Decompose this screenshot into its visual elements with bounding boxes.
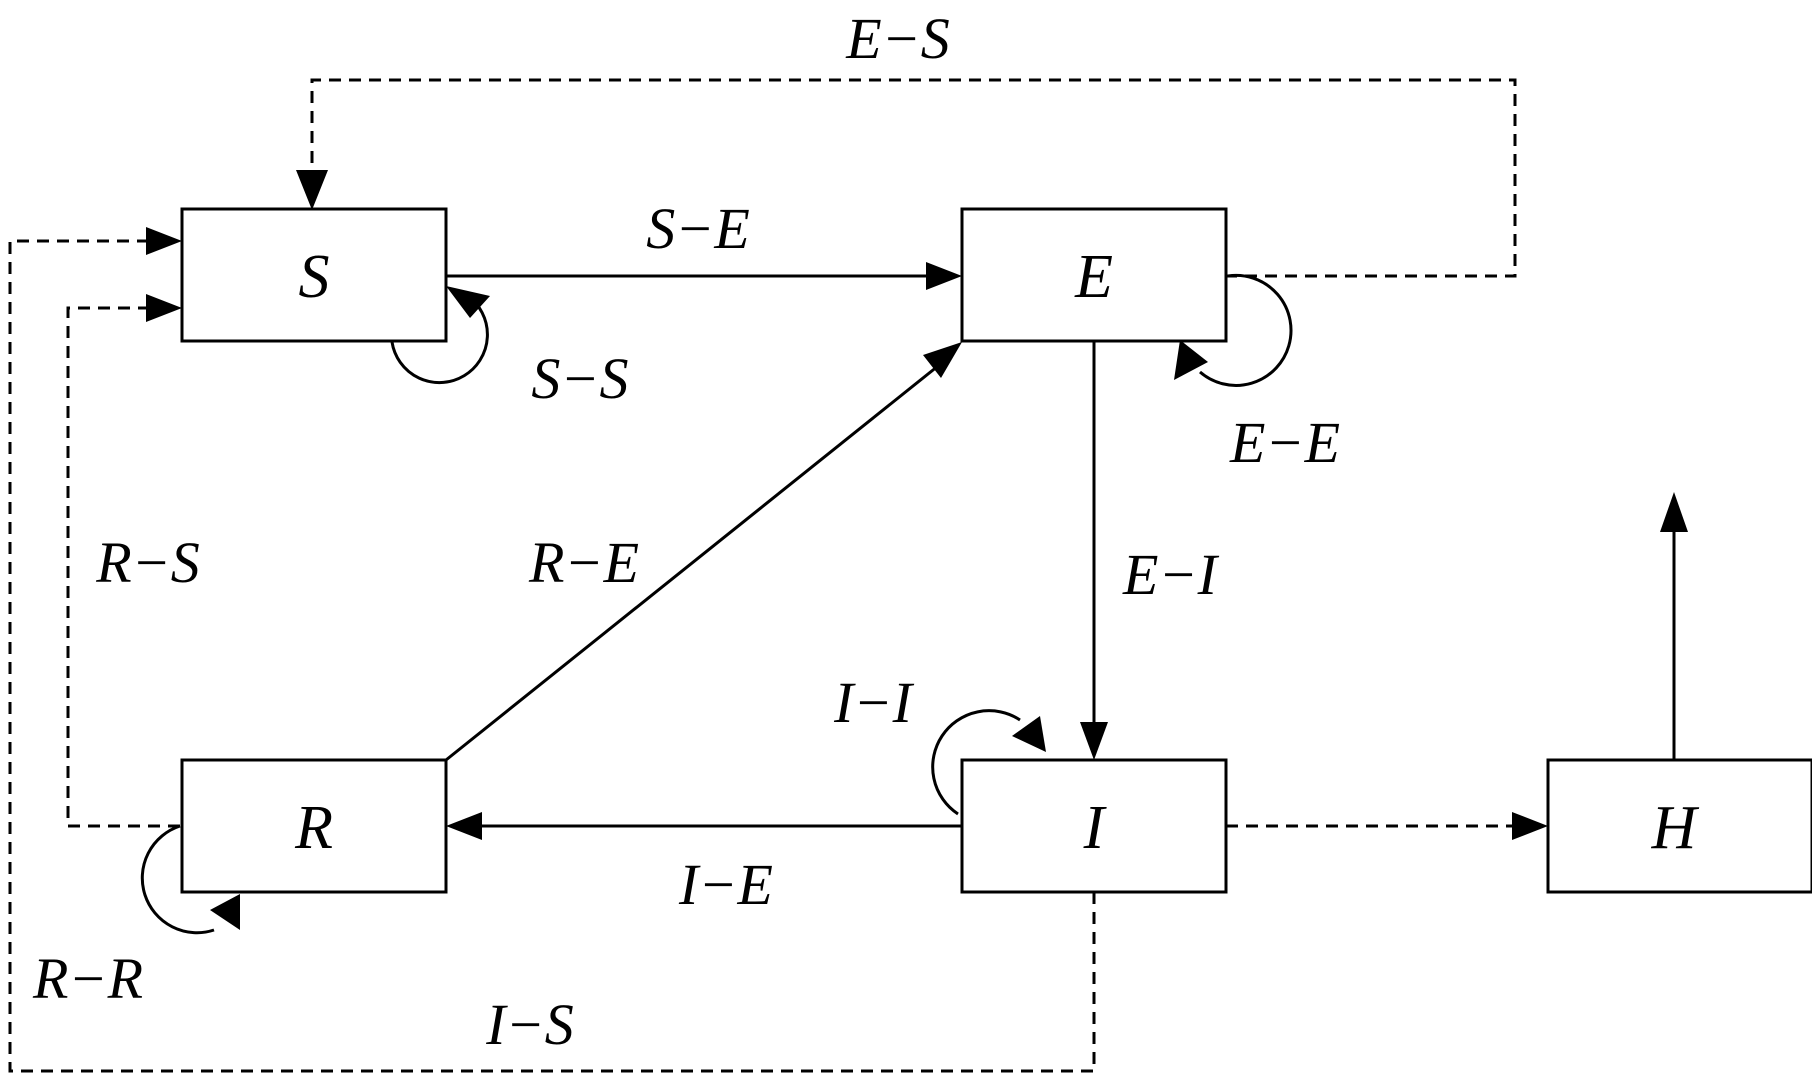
node-i-label: I	[1083, 794, 1108, 862]
self-loop-i-i-arrowhead	[1012, 716, 1046, 752]
node-h-label: H	[1651, 794, 1700, 862]
node-i: I	[960, 758, 1228, 894]
node-s: S	[180, 207, 448, 343]
edge-e-s-arrowhead	[296, 170, 328, 210]
edge-label-e-e: E−E	[1229, 410, 1340, 475]
edge-label-s-e: S−E	[646, 196, 750, 261]
self-loop-s-s-arrowhead	[446, 286, 490, 318]
edge-label-r-e: R−E	[528, 530, 639, 595]
self-loop-r-r-arrowhead	[210, 894, 240, 930]
edge-i-h-arrowhead	[1512, 812, 1548, 840]
edge-label-r-s: R−S	[95, 530, 200, 595]
edge-label-i-s: I−S	[485, 992, 573, 1057]
edge-label-i-e: I−E	[678, 852, 773, 917]
edge-r-e-line	[445, 364, 939, 762]
self-loop-e-e	[1199, 273, 1293, 387]
edge-r-s-line	[66, 306, 180, 828]
node-r-label: R	[294, 794, 333, 862]
edge-h-exit-arrowhead	[1660, 492, 1688, 532]
self-loop-e-e-arrowhead	[1174, 340, 1208, 380]
edge-label-e-i: E−I	[1122, 542, 1220, 607]
self-loop-r-r	[140, 824, 215, 935]
edge-r-s-arrowhead	[146, 294, 182, 322]
node-s-label: S	[299, 243, 330, 311]
edge-label-i-i: I−I	[833, 670, 914, 735]
node-r: R	[180, 758, 448, 894]
self-loop-i-i	[931, 709, 1021, 816]
edge-s-e-arrowhead	[926, 262, 962, 290]
edge-e-i-arrowhead	[1080, 722, 1108, 760]
edge-r-e-arrowhead	[923, 342, 962, 378]
self-loop-s-s	[390, 294, 489, 385]
edge-e-s-line	[310, 78, 1517, 278]
edge-i-s-line	[8, 239, 1096, 1073]
node-e-label: E	[1074, 243, 1113, 311]
edge-i-r-arrowhead	[446, 812, 482, 840]
edge-i-s-arrowhead	[146, 227, 182, 255]
node-h: H	[1546, 758, 1812, 894]
edge-label-r-r: R−R	[32, 946, 143, 1011]
node-e: E	[960, 207, 1228, 343]
edge-label-e-s: E−S	[845, 6, 950, 71]
edge-label-s-s: S−S	[531, 346, 628, 411]
